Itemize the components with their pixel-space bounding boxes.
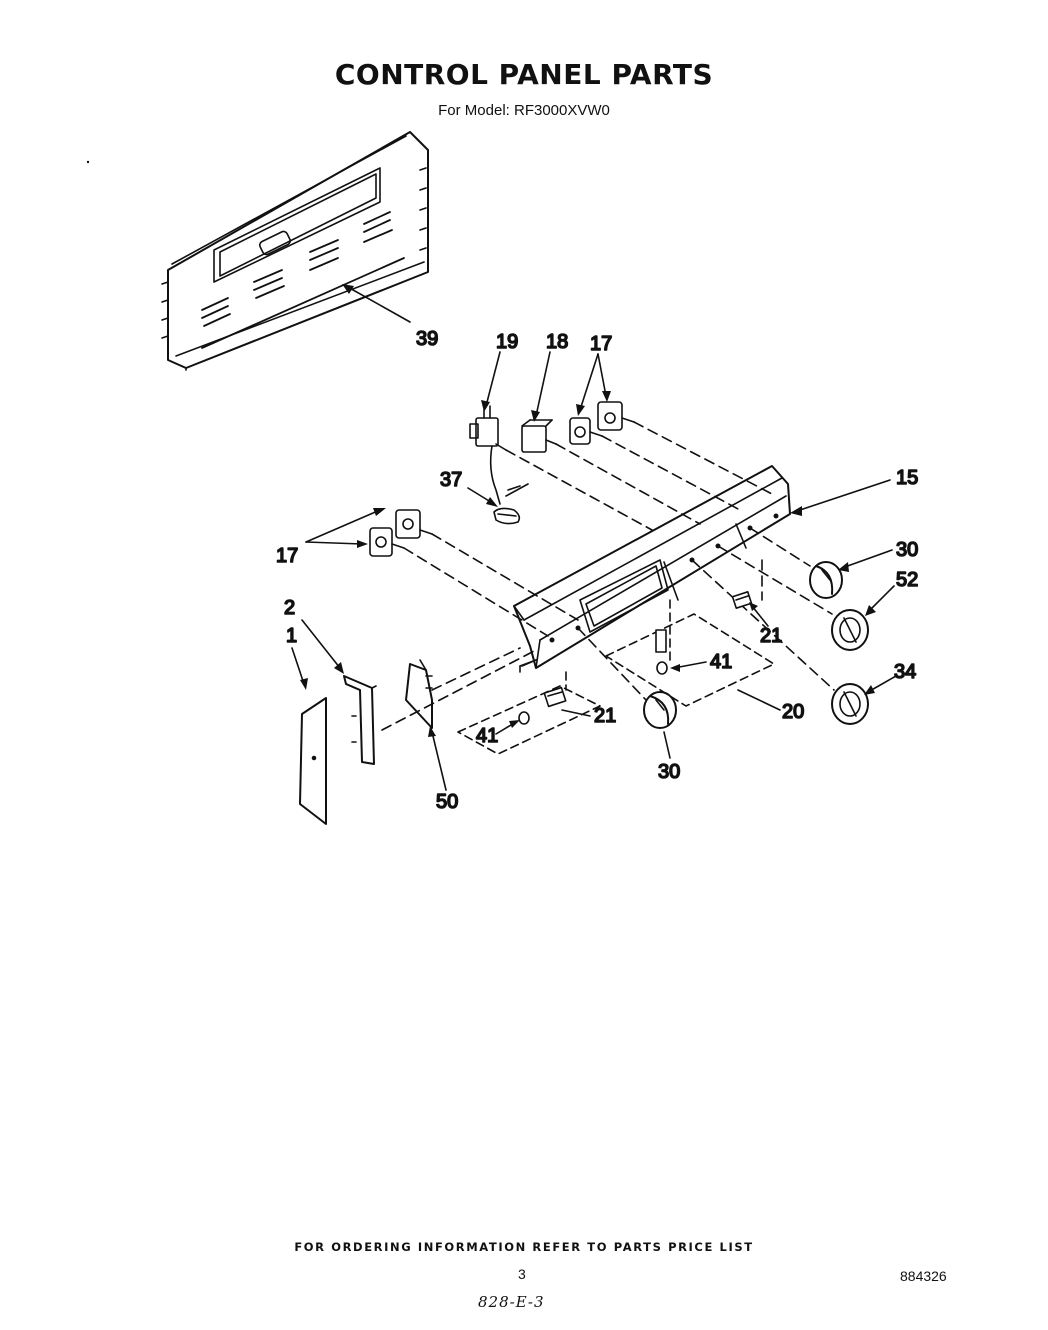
- sensor-clip-37: [494, 484, 528, 524]
- callout-1: 1: [286, 625, 297, 647]
- lamp-41-left: [519, 712, 529, 724]
- callout-20: 20: [782, 701, 804, 723]
- callout-37: 37: [440, 469, 462, 491]
- callout-labels: 39 19 18 17 15 37 17 30 52 2 1 21 41 34 …: [275, 327, 919, 814]
- callout-41-left: 41: [476, 725, 498, 747]
- end-cap-1: [300, 698, 326, 824]
- callout-52: 52: [896, 569, 918, 591]
- leader-15: [793, 479, 891, 513]
- indicator-group-left: [457, 671, 601, 755]
- knob-34[interactable]: [832, 684, 868, 724]
- model-subtitle: For Model: RF3000XVW0: [438, 102, 610, 119]
- callout-19: 19: [496, 331, 518, 353]
- callout-41-right: 41: [710, 651, 732, 673]
- bracket-50: [406, 660, 432, 728]
- callout-15: 15: [896, 467, 918, 489]
- page-title: CONTROL PANEL PARTS: [334, 58, 714, 91]
- ordering-note: FOR ORDERING INFORMATION REFER TO PARTS …: [294, 1240, 754, 1254]
- callout-50: 50: [436, 791, 458, 813]
- callout-39: 39: [416, 328, 438, 350]
- switch-17-top-a: [570, 418, 602, 444]
- knob-30-right[interactable]: [810, 562, 842, 598]
- callout-17-top: 17: [590, 333, 612, 355]
- dashed-leads-left: [403, 533, 579, 637]
- knob-30-bottom[interactable]: [644, 692, 676, 728]
- callout-30-bottom: 30: [658, 761, 680, 783]
- switch-19: [470, 406, 506, 504]
- callout-34: 34: [894, 661, 916, 683]
- indicator-21-right: [733, 592, 752, 608]
- indicator-21-left: [544, 688, 565, 707]
- callout-21-right: 21: [760, 625, 782, 647]
- knob-52[interactable]: [832, 610, 868, 650]
- switch-17-left-b: [396, 510, 432, 538]
- lamp-41-right: [656, 630, 667, 674]
- switch-17-left-a: [370, 528, 404, 556]
- control-panel-15: [514, 466, 790, 668]
- dashed-leads-caps: [381, 647, 537, 731]
- end-cap-2: [344, 676, 376, 764]
- dashed-leads-top: [505, 421, 773, 531]
- switch-18: [522, 420, 556, 452]
- dashed-leads-knobs: [577, 527, 835, 701]
- callout-17-left: 17: [276, 545, 298, 567]
- handwritten-note: 828-E-3: [478, 1293, 545, 1311]
- callout-30-right: 30: [896, 539, 918, 561]
- callout-18: 18: [546, 331, 568, 353]
- callout-2: 2: [284, 597, 295, 619]
- switch-17-top-b: [598, 402, 634, 430]
- document-number: 884326: [900, 1268, 947, 1284]
- indicator-group-20: [605, 599, 775, 707]
- page-number: 3: [518, 1266, 526, 1282]
- rear-panel-plate-39: [162, 132, 428, 371]
- leader-39: [345, 285, 411, 323]
- callout-21-left: 21: [594, 705, 616, 727]
